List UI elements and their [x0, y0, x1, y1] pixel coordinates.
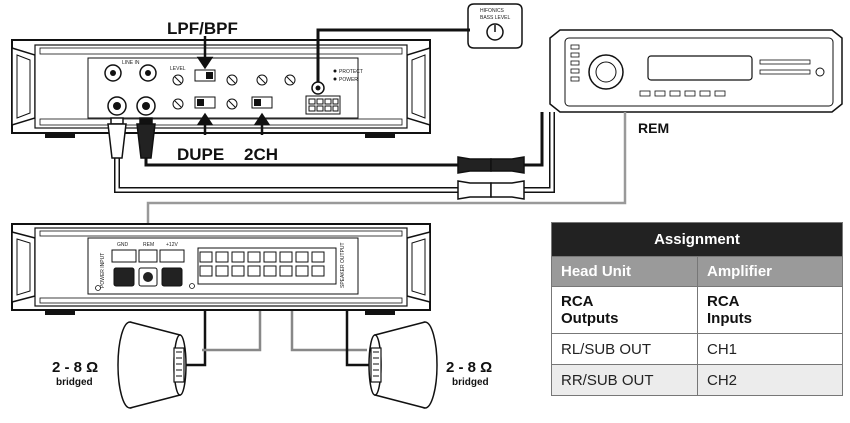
- rca-input-jacks: [104, 64, 157, 116]
- top-amplifier: LINE IN LEVEL: [11, 39, 431, 138]
- head-unit: [549, 29, 843, 113]
- rem-label: REM: [638, 120, 669, 136]
- header-amplifier: Amplifier: [697, 256, 843, 287]
- cell-ch2: CH2: [697, 364, 843, 396]
- speaker-terminals: [197, 247, 337, 285]
- display: [647, 55, 753, 81]
- gnd-label: GND: [117, 242, 129, 248]
- bass-level-remote: HIFONICS BASS LEVEL: [467, 3, 523, 49]
- power-terminals: GND REM +12V: [111, 242, 185, 287]
- bridged-left-label: bridged: [56, 377, 93, 388]
- cell-rl-sub-out: RL/SUB OUT: [551, 333, 698, 365]
- cell-rr-sub-out: RR/SUB OUT: [551, 364, 698, 396]
- channel-mode-switch[interactable]: [194, 96, 216, 109]
- table-title: Assignment: [551, 222, 843, 257]
- lpf-bpf-label: LPF/BPF: [167, 19, 238, 38]
- assignment-table: Assignment Head Unit Amplifier RCA Outpu…: [551, 222, 843, 396]
- 2ch-label: 2CH: [244, 145, 278, 164]
- impedance-left-label: 2 - 8 Ω: [52, 359, 98, 376]
- power-input-label: POWER INPUT: [100, 253, 106, 288]
- cell-ch1: CH1: [697, 333, 843, 365]
- cell-rca-outputs: RCA Outputs: [551, 286, 698, 334]
- impedance-right-label: 2 - 8 Ω: [446, 359, 492, 376]
- subwoofer-left: [117, 321, 187, 409]
- power-connector: [305, 95, 341, 115]
- level-knobs: [172, 74, 296, 110]
- bottom-amplifier: GND REM +12V POWER INPUT SPEAKER OUTPU: [11, 223, 431, 315]
- level-label: LEVEL: [170, 66, 186, 72]
- 12v-label: +12V: [166, 242, 178, 248]
- remote-brand: HIFONICS: [480, 8, 505, 14]
- wires: [114, 28, 627, 367]
- rem-terminal-label: REM: [143, 242, 154, 248]
- cell-rca-inputs: RCA Inputs: [697, 286, 843, 334]
- dupe-label: DUPE: [177, 145, 224, 164]
- input-mode-switch[interactable]: [251, 96, 273, 109]
- bridged-right-label: bridged: [452, 377, 489, 388]
- rca-couplers: [457, 156, 525, 200]
- switch-arrows: [196, 36, 271, 135]
- speaker-output-label: SPEAKER OUTPUT: [340, 242, 346, 288]
- protect-led-label: PROTECT: [339, 69, 363, 75]
- subwoofer-right: [368, 321, 438, 409]
- remote-title: BASS LEVEL: [480, 15, 511, 21]
- filter-switch[interactable]: [194, 69, 216, 82]
- power-led-label: POWER: [339, 77, 358, 83]
- header-head-unit: Head Unit: [551, 256, 698, 287]
- rca-plugs-amp: [107, 117, 156, 159]
- line-in-label: LINE IN: [122, 60, 140, 66]
